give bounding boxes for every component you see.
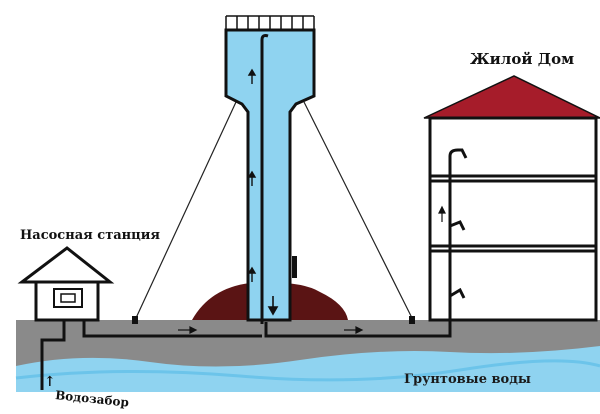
house-riser-pipe — [448, 148, 468, 320]
anchor-left — [132, 316, 138, 324]
groundwater-label: Грунтовые воды — [404, 372, 531, 387]
pump-unit-inner — [60, 293, 76, 303]
groundwater-layer — [16, 346, 600, 392]
house-label: Жилой Дом — [470, 50, 575, 68]
pump-station-label: Насосная станция — [20, 228, 161, 243]
house-building — [428, 116, 598, 322]
anchor-right — [409, 316, 415, 324]
pump-station-roof — [17, 246, 115, 284]
groundwater-wave — [15, 359, 600, 382]
up-arrow-icon — [247, 68, 257, 282]
right-arrow-icon — [178, 326, 364, 334]
up-arrow-icon: ↑ — [44, 374, 56, 390]
tower-valve — [292, 256, 297, 278]
house-roof — [423, 75, 600, 119]
water-tower — [224, 28, 316, 322]
guy-wire-right — [303, 101, 413, 319]
tower-riser-pipe — [260, 34, 269, 324]
supply-pipe-right — [264, 320, 452, 338]
guy-wire-left — [135, 101, 237, 319]
intake-pipe — [40, 306, 66, 390]
up-arrow-icon — [438, 205, 446, 222]
down-arrow-icon — [267, 296, 279, 316]
tank-railing — [225, 15, 315, 30]
